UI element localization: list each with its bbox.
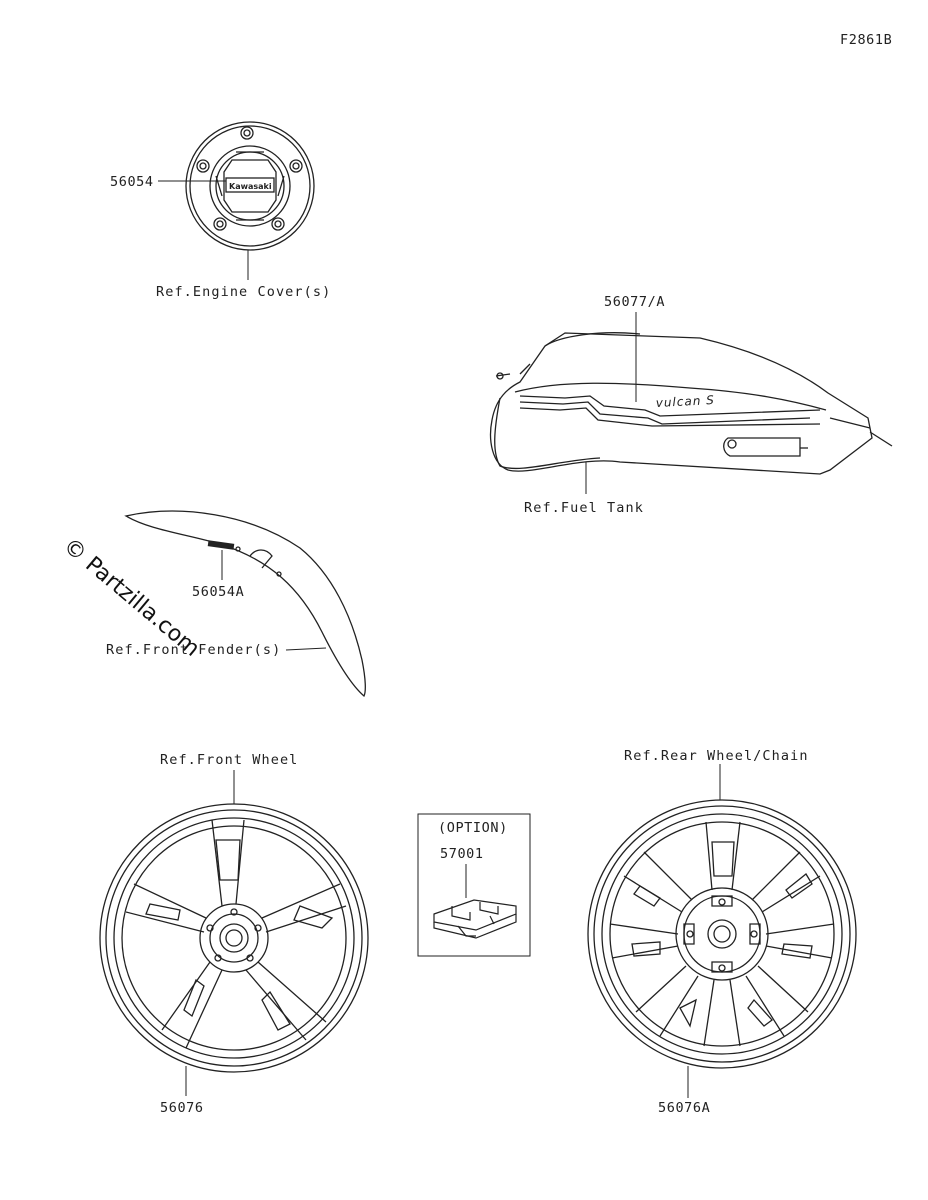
option-title: (OPTION) bbox=[438, 820, 508, 836]
engine-cover-ref-label: Ref.Engine Cover(s) bbox=[156, 284, 331, 300]
part-57001-label: 57001 bbox=[440, 846, 484, 862]
part-56076a-label: 56076A bbox=[658, 1100, 710, 1116]
engine-cover-logo: Kawasaki bbox=[229, 182, 272, 191]
part-56076-label: 56076 bbox=[160, 1100, 204, 1116]
kit-57001-illustration bbox=[433, 899, 517, 939]
front-wheel-illustration bbox=[99, 803, 369, 1073]
fuel-tank-illustration bbox=[489, 332, 893, 475]
part-56054a-label: 56054A bbox=[192, 584, 244, 600]
part-56077a-label: 56077/A bbox=[604, 294, 665, 310]
front-fender-ref-label: Ref.Front Fender(s) bbox=[106, 642, 281, 658]
option-box bbox=[417, 813, 531, 957]
front-wheel-ref-label: Ref.Front Wheel bbox=[160, 752, 298, 768]
engine-cover-illustration bbox=[185, 121, 315, 251]
leader-front-fender-ref bbox=[285, 647, 327, 651]
fuel-tank-logo: vulcan S bbox=[655, 393, 715, 410]
fuel-tank-ref-label: Ref.Fuel Tank bbox=[524, 500, 644, 516]
rear-wheel-ref-label: Ref.Rear Wheel/Chain bbox=[624, 748, 809, 764]
figure-code: F2861B bbox=[840, 32, 892, 48]
front-fender-illustration bbox=[124, 510, 366, 698]
part-56054-label: 56054 bbox=[110, 174, 154, 190]
fender-decal-56054a bbox=[207, 540, 235, 550]
rear-wheel-illustration bbox=[587, 799, 857, 1069]
